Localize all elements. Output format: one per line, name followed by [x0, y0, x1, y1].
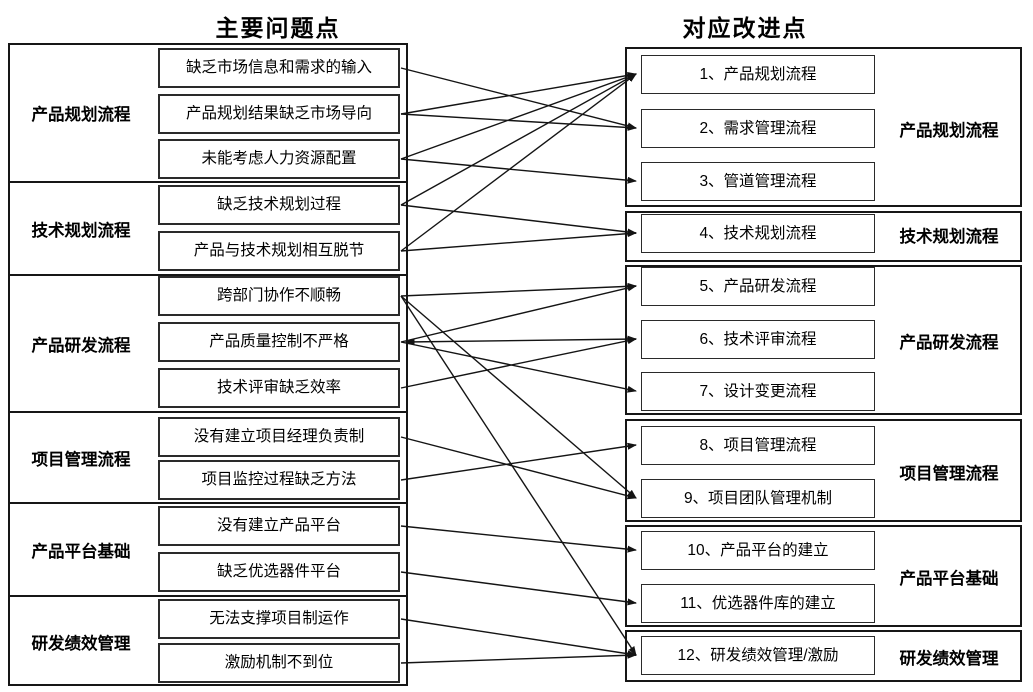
improvement-box: 1、产品规划流程 [641, 55, 875, 94]
category-label-right: 产品研发流程 [899, 334, 999, 352]
category-label-left: 研发绩效管理 [31, 635, 131, 653]
problem-box: 缺乏市场信息和需求的输入 [158, 48, 400, 88]
problem-box: 没有建立项目经理负责制 [158, 417, 400, 457]
category-label-left: 产品平台基础 [31, 543, 131, 561]
category-label-left: 项目管理流程 [31, 451, 131, 469]
problem-box: 无法支撑项目制运作 [158, 599, 400, 639]
problem-box: 缺乏优选器件平台 [158, 552, 400, 592]
category-label-right: 产品平台基础 [899, 570, 999, 588]
problem-box: 项目监控过程缺乏方法 [158, 460, 400, 500]
problem-box: 未能考虑人力资源配置 [158, 139, 400, 179]
section-divider [8, 181, 408, 183]
problem-box: 产品规划结果缺乏市场导向 [158, 94, 400, 134]
problem-box: 跨部门协作不顺畅 [158, 276, 400, 316]
problem-box: 产品与技术规划相互脱节 [158, 231, 400, 271]
improvement-box: 3、管道管理流程 [641, 162, 875, 201]
category-label-right: 技术规划流程 [899, 228, 999, 246]
improvement-box: 4、技术规划流程 [641, 214, 875, 253]
category-label-left: 产品研发流程 [31, 337, 131, 355]
category-label-left: 技术规划流程 [31, 222, 131, 240]
section-divider [8, 274, 408, 276]
section-divider [8, 595, 408, 597]
category-label-right: 研发绩效管理 [899, 650, 999, 668]
category-label-left: 产品规划流程 [31, 106, 131, 124]
right-column-title: 对应改进点 [682, 15, 808, 41]
improvement-box: 2、需求管理流程 [641, 109, 875, 148]
problem-box: 技术评审缺乏效率 [158, 368, 400, 408]
improvement-box: 10、产品平台的建立 [641, 531, 875, 570]
improvement-box: 9、项目团队管理机制 [641, 479, 875, 518]
problem-box: 产品质量控制不严格 [158, 322, 400, 362]
section-divider [8, 411, 408, 413]
improvement-box: 8、项目管理流程 [641, 426, 875, 465]
left-column-title: 主要问题点 [215, 15, 341, 41]
category-label-right: 项目管理流程 [899, 465, 999, 483]
improvement-box: 5、产品研发流程 [641, 267, 875, 306]
improvement-box: 7、设计变更流程 [641, 372, 875, 411]
problem-box: 缺乏技术规划过程 [158, 185, 400, 225]
section-divider [8, 502, 408, 504]
category-label-right: 产品规划流程 [899, 122, 999, 140]
improvement-box: 6、技术评审流程 [641, 320, 875, 359]
problem-box: 激励机制不到位 [158, 643, 400, 683]
improvement-box: 12、研发绩效管理/激励 [641, 636, 875, 675]
problem-box: 没有建立产品平台 [158, 506, 400, 546]
improvement-box: 11、优选器件库的建立 [641, 584, 875, 623]
